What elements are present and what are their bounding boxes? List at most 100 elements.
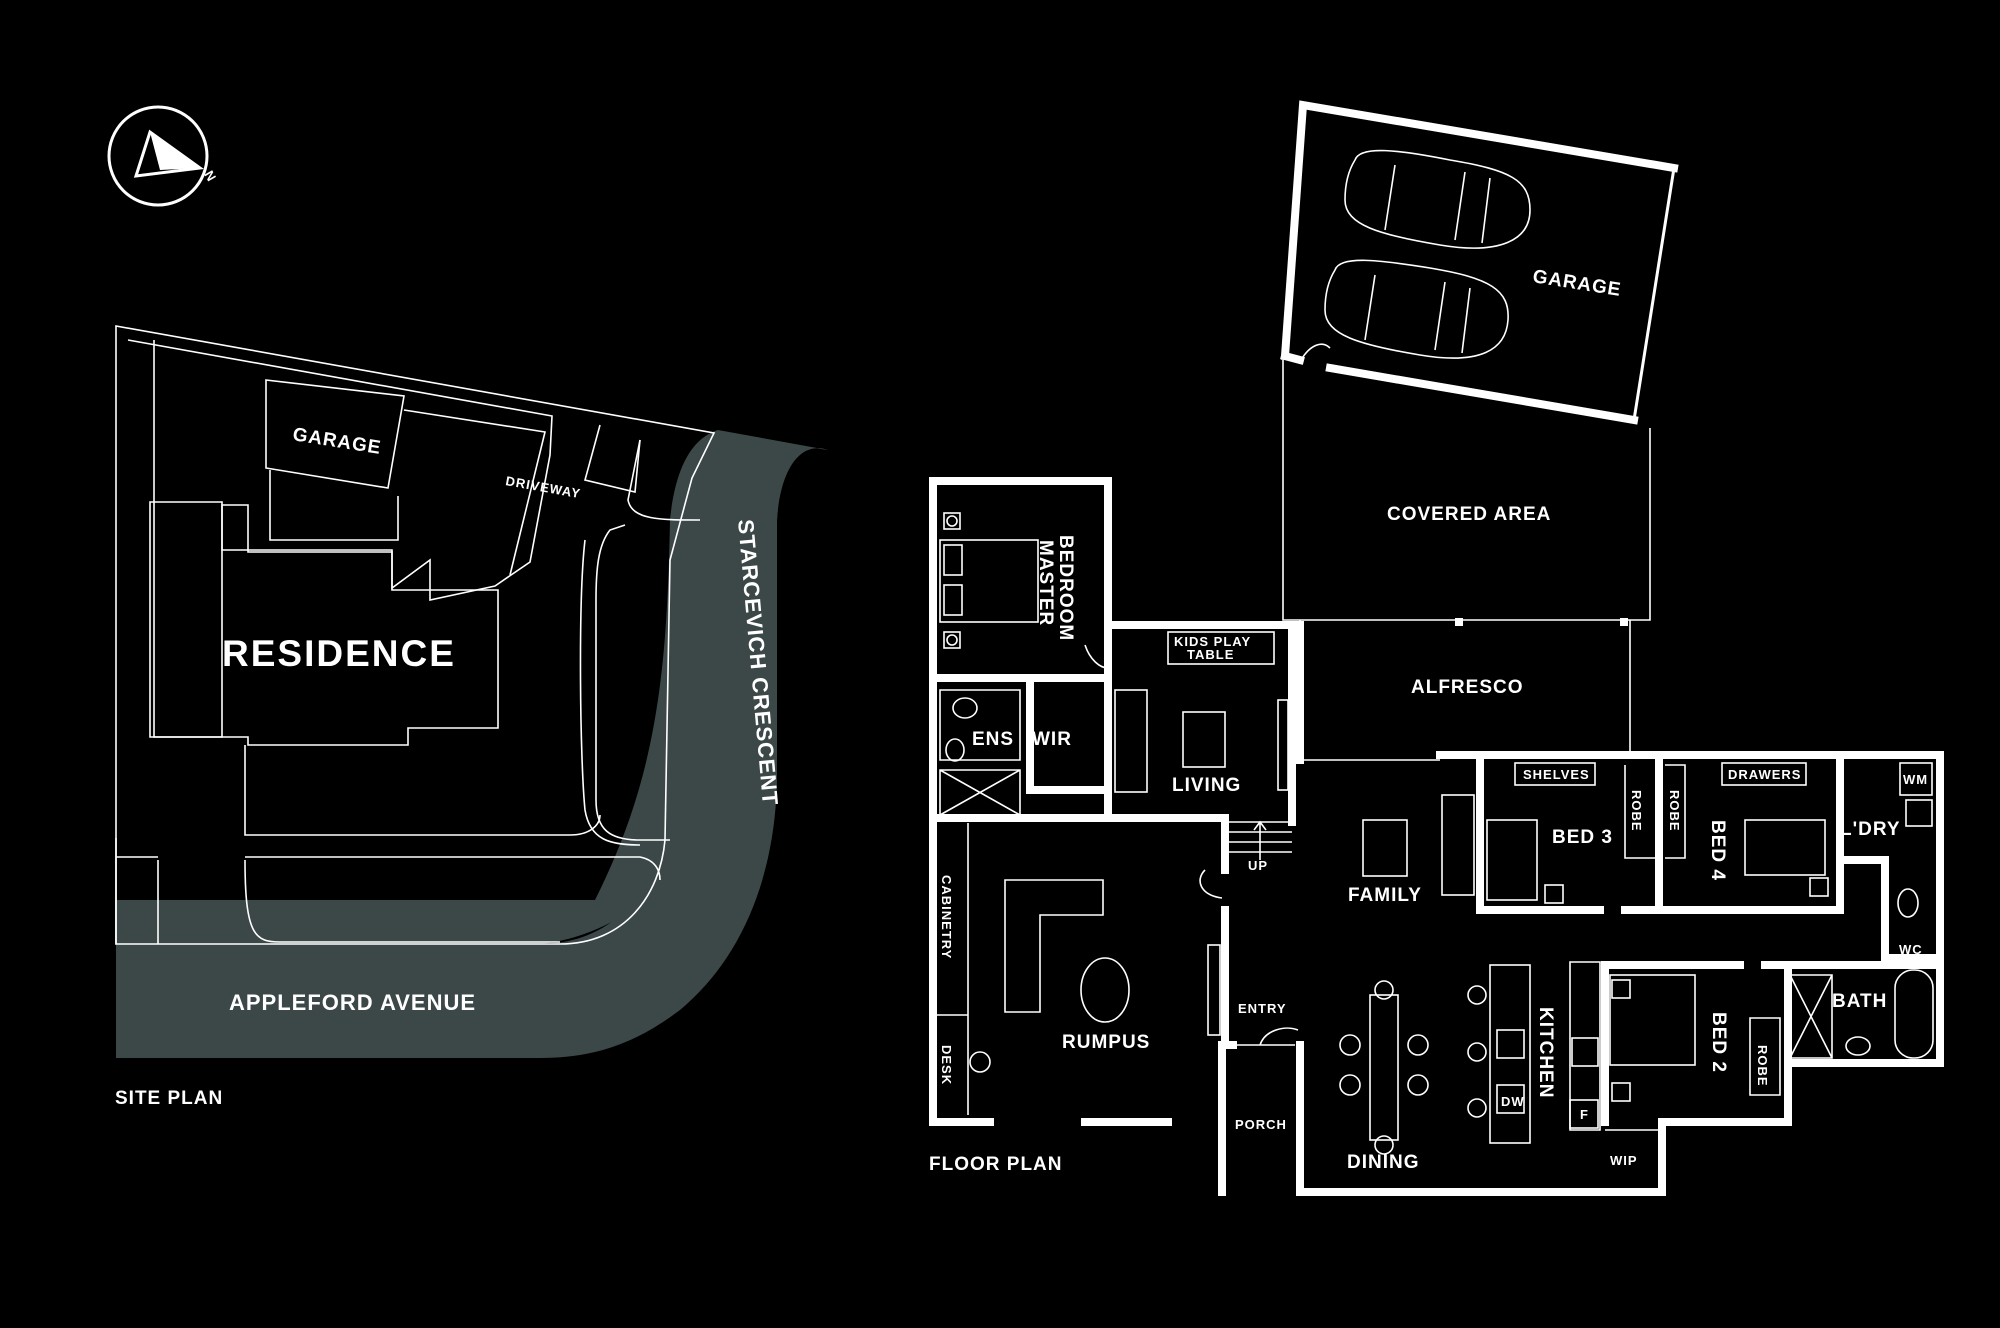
bed2-robe-label: ROBE [1755,1045,1770,1087]
porch-label: PORCH [1235,1117,1287,1132]
wir-walls [1026,678,1109,794]
house-wall-west [929,477,1172,1126]
yard-line-2 [116,856,661,881]
bed3-robe [1624,765,1659,859]
compass-ring [107,105,209,207]
kids-play-label-line1: KIDS PLAY [1174,634,1251,649]
driveway-edge [403,409,546,576]
bed4-label: BED 4 [1707,820,1728,881]
yard-line [244,745,601,836]
path-right-inner [579,539,641,846]
appleford-avenue-label: APPLEFORD AVENUE [229,990,476,1015]
cabinetry-label: CABINETRY [939,875,954,959]
covered-area-label: COVERED AREA [1387,504,1551,525]
garage-wall-right [1632,167,1676,421]
master-walls [929,621,1112,822]
wm-label: WM [1903,772,1928,787]
master-bed-icon [939,512,1039,649]
family-label: FAMILY [1348,885,1422,906]
site-plan-caption: SITE PLAN [115,1088,223,1109]
desk-label: DESK [939,1045,954,1085]
wip-label: WIP [1610,1153,1638,1168]
laundry-sink [1905,799,1933,827]
kitchen-island [1467,964,1531,1144]
up-label: UP [1248,858,1268,873]
car-icon-1 [1344,149,1531,249]
dw-label: DW [1501,1094,1525,1109]
shelves-box [1514,762,1596,786]
rumpus-wall-top [929,814,1229,874]
living-walls [1104,621,1296,826]
rumpus-door-swing [1199,869,1223,899]
bed3-nightstand [1544,884,1564,904]
wc-toilet [1897,888,1919,918]
bed34-walls [1476,754,1844,914]
garage-wall-top [1280,100,1679,361]
road-shape [115,430,828,945]
master-label-line2: BEDROOM [1055,535,1076,641]
bed2-robe [1749,1017,1781,1096]
rumpus-tv [1207,944,1221,1036]
kids-play-label-line2: TABLE [1187,647,1234,662]
family-sofa [1441,794,1475,896]
entry-label: ENTRY [1238,1001,1287,1016]
garage-wall-bottom [1280,351,1639,425]
bath-basin [1845,1036,1871,1056]
road-shape-fill [116,433,828,1058]
covered-area-outline [1282,360,1651,621]
bed2-label: BED 2 [1708,1012,1729,1073]
yard-lines-lower [115,838,560,944]
north-arrow-icon [133,129,204,178]
living-label: LIVING [1172,775,1241,796]
bed4-bed-icon [1744,819,1826,876]
entry-door-swing [1233,1027,1299,1046]
compass: N [107,105,220,207]
tv-unit [1277,699,1289,791]
bed2-walls [1601,961,1944,1126]
lot-boundary [115,325,716,945]
kitchen-label: KITCHEN [1535,1007,1556,1098]
alfresco-label: ALFRESCO [1411,677,1524,698]
rumpus-table [1080,957,1130,1023]
wc-label: WC [1899,942,1923,957]
drawers-box [1721,762,1807,786]
shelves-label: SHELVES [1523,767,1590,782]
path-right [595,524,670,841]
living-sofa [1114,689,1148,793]
garage-door-swing [1300,343,1331,361]
bath-label: BATH [1832,991,1887,1012]
site-garage [265,379,405,489]
appleford-road [116,945,540,1058]
ens-label: ENS [972,729,1014,750]
ensuite-fixtures [939,689,1021,816]
floor-plan: GARAGE COVERED AREA ALFRESCO [929,100,1944,1196]
floor-plan-caption: FLOOR PLAN [929,1154,1063,1175]
post-2 [1620,618,1628,626]
laundry-label: L'DRY [1840,819,1901,840]
kitchen-bench [1569,961,1601,1131]
rumpus-label: RUMPUS [1062,1032,1150,1053]
bed3-robe-label: ROBE [1629,790,1644,832]
post-1 [1455,618,1463,626]
dining-table-icon [1339,980,1429,1155]
bathtub-icon [1894,969,1934,1059]
rumpus-sofa [1004,879,1104,1013]
kids-play-table [1167,631,1275,665]
bed2-bed-icon [1609,974,1696,1066]
residence-label: RESIDENCE [222,633,456,674]
bath-shower [1789,974,1833,1059]
driveway-curve [627,439,701,521]
house-wall-east [1296,751,1944,1196]
bed3-label: BED 3 [1552,827,1613,848]
master-label-line1: MASTER [1035,540,1056,626]
family-table [1362,819,1408,877]
fridge-box [1569,1099,1599,1129]
bed2-nightstand-2 [1611,1082,1631,1102]
bed4-nightstand [1809,877,1829,897]
drawers-label: DRAWERS [1728,767,1801,782]
car-icon-2 [1324,259,1509,359]
bed3-bed-icon [1486,819,1538,901]
cooktop-icon [1571,1037,1599,1067]
garage-lower [269,470,399,541]
